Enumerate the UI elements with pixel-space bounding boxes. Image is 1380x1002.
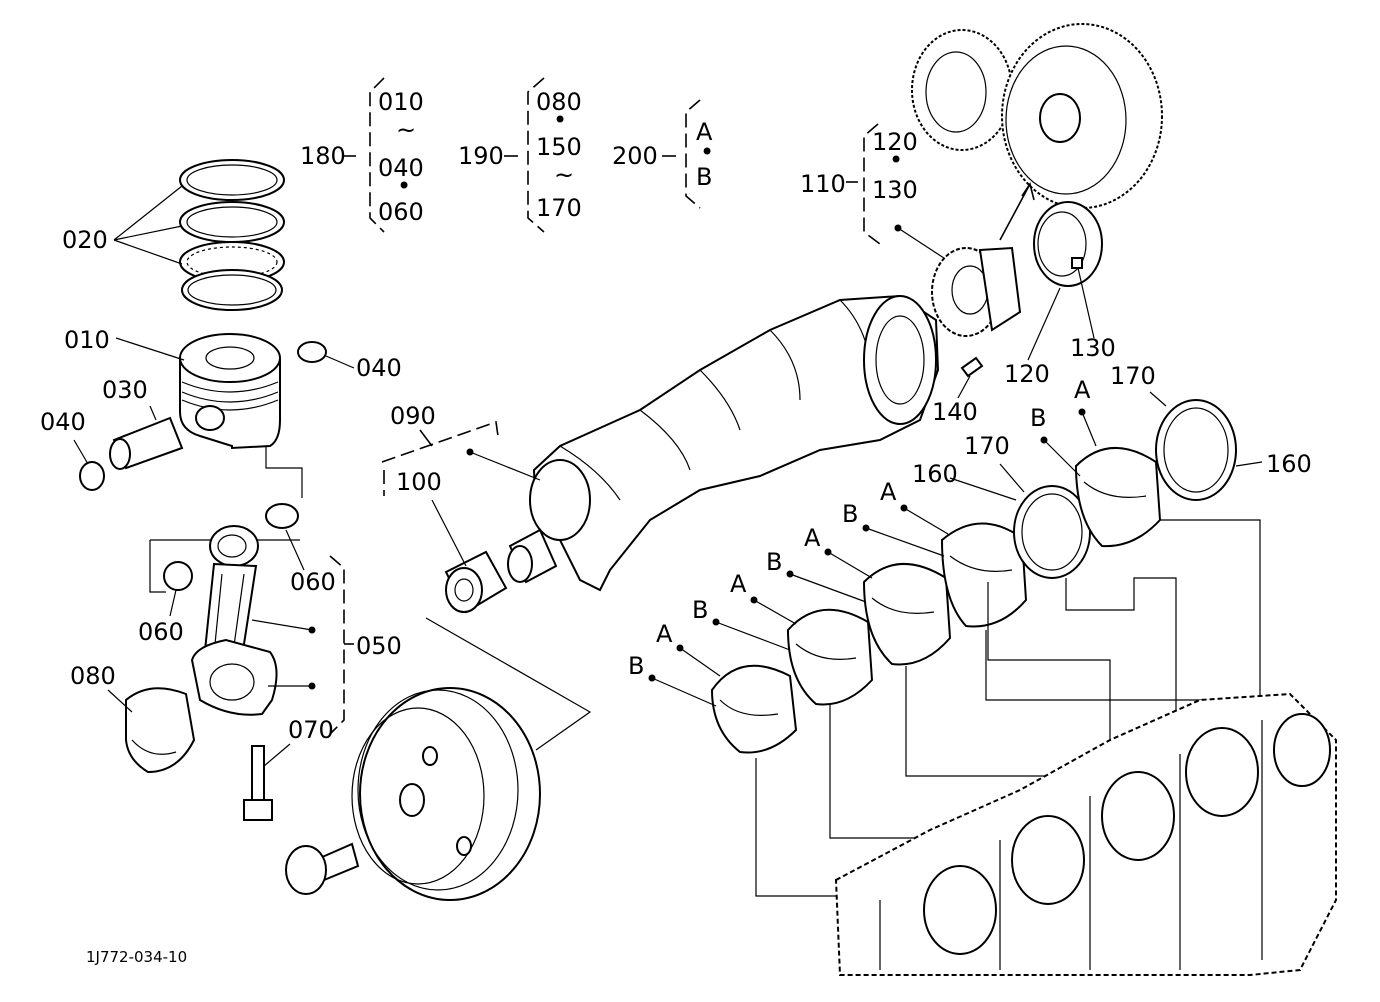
callout-010: 010 bbox=[64, 326, 110, 354]
small-end-bushing-left bbox=[163, 561, 193, 591]
thrust-washer-right bbox=[1155, 399, 1237, 501]
group-190-item-2: • bbox=[553, 106, 567, 134]
group-180-item-4: • bbox=[397, 172, 411, 200]
group-190: 190 080 • 150 ~ 170 bbox=[458, 77, 582, 233]
pulley-bolt bbox=[285, 842, 360, 895]
crank-key bbox=[960, 356, 984, 378]
callout-140: 140 bbox=[932, 398, 978, 426]
group-190-item-4: ~ bbox=[554, 161, 574, 189]
group-190-item-1: 080 bbox=[536, 88, 582, 116]
group-180-item-1: 010 bbox=[378, 88, 424, 116]
mark-b4-B: B bbox=[842, 500, 858, 528]
mark-b5-B: B bbox=[1030, 404, 1046, 432]
group-180-label: 180 bbox=[300, 142, 346, 170]
group-180-item-3: 040 bbox=[378, 154, 424, 182]
group-190-item-5: 170 bbox=[536, 194, 582, 222]
group-110: 110 120 • 130 bbox=[800, 123, 951, 263]
circlip-right bbox=[297, 341, 327, 363]
conrod-bolt bbox=[243, 745, 273, 821]
group-190-label: 190 bbox=[458, 142, 504, 170]
main-bearing-4 bbox=[940, 522, 1028, 628]
piston-pin bbox=[109, 416, 184, 470]
group-200: 200 A • B bbox=[612, 99, 714, 209]
drawing-id: 1J772-034-10 bbox=[86, 948, 187, 966]
crank-pulley bbox=[351, 687, 541, 901]
callout-070: 070 bbox=[288, 716, 334, 744]
crank-gear bbox=[444, 550, 508, 614]
callout-040-left: 040 bbox=[40, 408, 86, 436]
conrod-bearing bbox=[125, 687, 196, 774]
group-110-item-3: 130 bbox=[872, 176, 918, 204]
mark-b1-B: B bbox=[628, 652, 644, 680]
callout-170-right: 170 bbox=[1110, 362, 1156, 390]
callout-050: 050 bbox=[356, 632, 402, 660]
mark-b1-A: A bbox=[656, 620, 673, 648]
group-180-item-2: ~ bbox=[396, 116, 416, 144]
callout-120-lower: 120 bbox=[1004, 360, 1050, 388]
group-180-item-5: 060 bbox=[378, 198, 424, 226]
cylinder-block bbox=[834, 692, 1337, 976]
piston-rings bbox=[179, 159, 285, 311]
connecting-rod bbox=[190, 525, 278, 716]
group-200-item-3: B bbox=[696, 163, 712, 191]
group-200-item-2: • bbox=[700, 138, 714, 166]
callout-060-left: 060 bbox=[138, 618, 184, 646]
cam-idle-gears bbox=[911, 23, 1163, 209]
group-110-item-1: 120 bbox=[872, 128, 918, 156]
callout-160-right: 160 bbox=[1266, 450, 1312, 478]
callout-060-right: 060 bbox=[290, 568, 336, 596]
main-bearing-5 bbox=[1074, 447, 1162, 548]
group-180: 180 010 ~ 040 • 060 bbox=[300, 77, 424, 233]
mark-b3-B: B bbox=[766, 548, 782, 576]
callout-090: 090 bbox=[390, 402, 436, 430]
mark-b5-A: A bbox=[1074, 376, 1091, 404]
mark-b2-A: A bbox=[730, 570, 747, 598]
group-200-label: 200 bbox=[612, 142, 658, 170]
callout-160-mid: 160 bbox=[912, 460, 958, 488]
callout-100: 100 bbox=[396, 468, 442, 496]
callout-030: 030 bbox=[102, 376, 148, 404]
group-110-item-2: • bbox=[889, 146, 903, 174]
callout-110: 110 bbox=[800, 170, 846, 198]
piston bbox=[179, 333, 281, 450]
callout-020: 020 bbox=[62, 226, 108, 254]
timing-gear bbox=[931, 246, 1022, 337]
mark-b2-B: B bbox=[692, 596, 708, 624]
mark-b3-A: A bbox=[804, 524, 821, 552]
callout-170-mid: 170 bbox=[964, 432, 1010, 460]
small-end-bushing-right bbox=[265, 503, 299, 529]
mark-b4-A: A bbox=[880, 478, 897, 506]
main-bearing-1 bbox=[710, 664, 798, 754]
crankshaft bbox=[507, 294, 940, 592]
callout-080: 080 bbox=[70, 662, 116, 690]
group-200-item-1: A bbox=[696, 118, 713, 146]
callout-040-right: 040 bbox=[356, 354, 402, 382]
main-bearing-2 bbox=[786, 608, 874, 706]
group-190-item-3: 150 bbox=[536, 133, 582, 161]
thrust-washer-mid bbox=[1013, 485, 1091, 579]
thrust-bushing bbox=[1033, 201, 1103, 287]
circlip-left bbox=[79, 461, 105, 491]
main-bearing-3 bbox=[862, 563, 952, 666]
callout-130-lower: 130 bbox=[1070, 334, 1116, 362]
